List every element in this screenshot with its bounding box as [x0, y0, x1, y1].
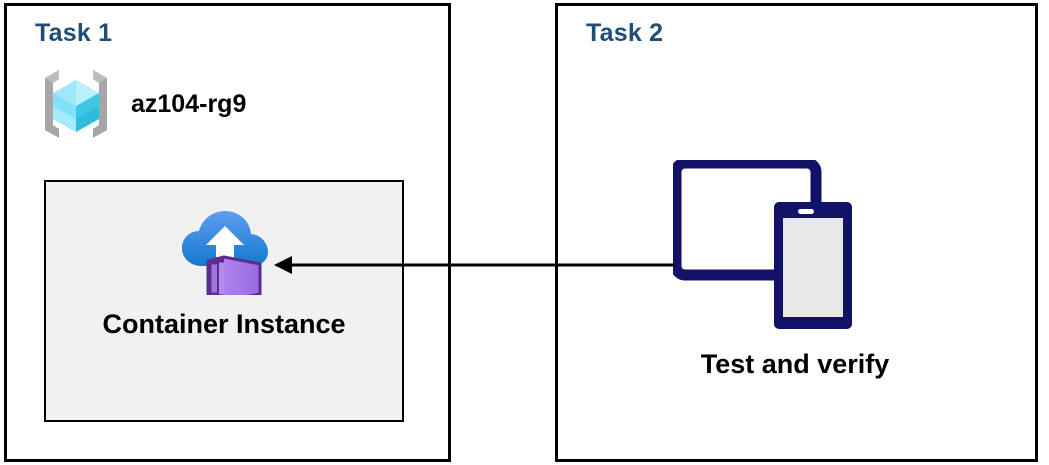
container-instance-icon-wrap [46, 200, 402, 295]
arrow-task2-to-task1 [270, 248, 680, 282]
resource-group-label: az104-rg9 [131, 89, 247, 118]
panel-title-task-1: Task 1 [35, 19, 113, 47]
container-instance-label: Container Instance [102, 309, 346, 339]
test-and-verify-label: Test and verify [700, 349, 890, 379]
container-instance-box: Container Instance [44, 180, 404, 422]
azure-resource-group-icon [35, 63, 117, 145]
panel-task-1: Task 1 [4, 3, 451, 462]
azure-container-instance-icon [177, 200, 272, 295]
devices-tablet-phone-icon [673, 160, 868, 332]
resource-group-row: az104-rg9 [35, 63, 246, 145]
panel-title-task-2: Task 2 [586, 19, 664, 47]
